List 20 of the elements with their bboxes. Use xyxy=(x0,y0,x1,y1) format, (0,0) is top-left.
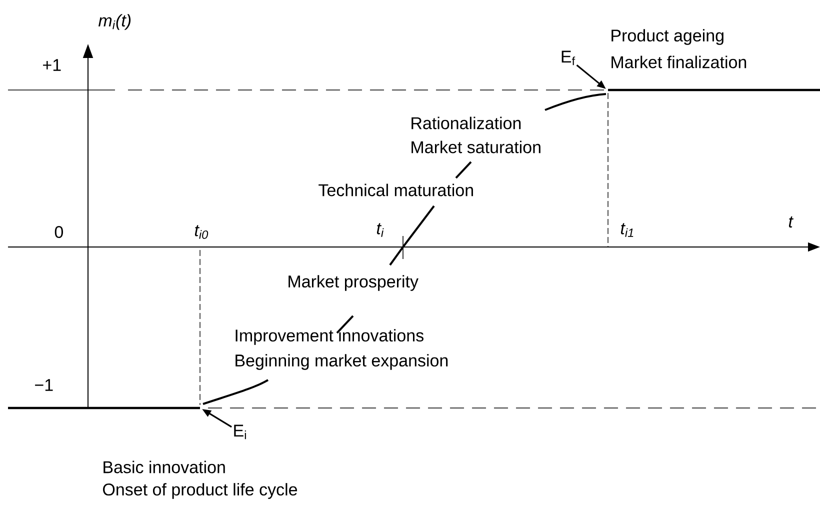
axis-label: m$_{i}$(t) xyxy=(98,14,131,30)
phase-label: Onset of product life cycle xyxy=(103,483,298,499)
phase-label: Beginning market expansion xyxy=(236,354,448,370)
axis-label: t$_{i}$ xyxy=(376,223,384,237)
phase-label: Product ageing xyxy=(612,29,724,45)
axis-label: +1 xyxy=(43,59,61,71)
phase-label: Basic innovation xyxy=(104,460,225,474)
phase-label: Market finalization xyxy=(612,56,746,68)
phase-label: Rationalization xyxy=(412,116,521,130)
axis-label: t$_{i0}$ xyxy=(194,225,208,239)
axis-label: t xyxy=(788,216,794,228)
phase-label: Technical maturation xyxy=(318,184,473,196)
axis-label: 0 xyxy=(54,226,63,238)
phase-label: Improvement innovations xyxy=(236,329,424,345)
phase-label: Market saturation xyxy=(412,140,540,154)
phase-label: Market prosperity xyxy=(288,275,418,291)
event-label: E$_{f}$ xyxy=(562,50,576,66)
axis-label: −1 xyxy=(35,379,53,391)
event-label: E$_{i}$ xyxy=(234,424,246,440)
axis-label: t$_{i1}$ xyxy=(620,223,634,237)
